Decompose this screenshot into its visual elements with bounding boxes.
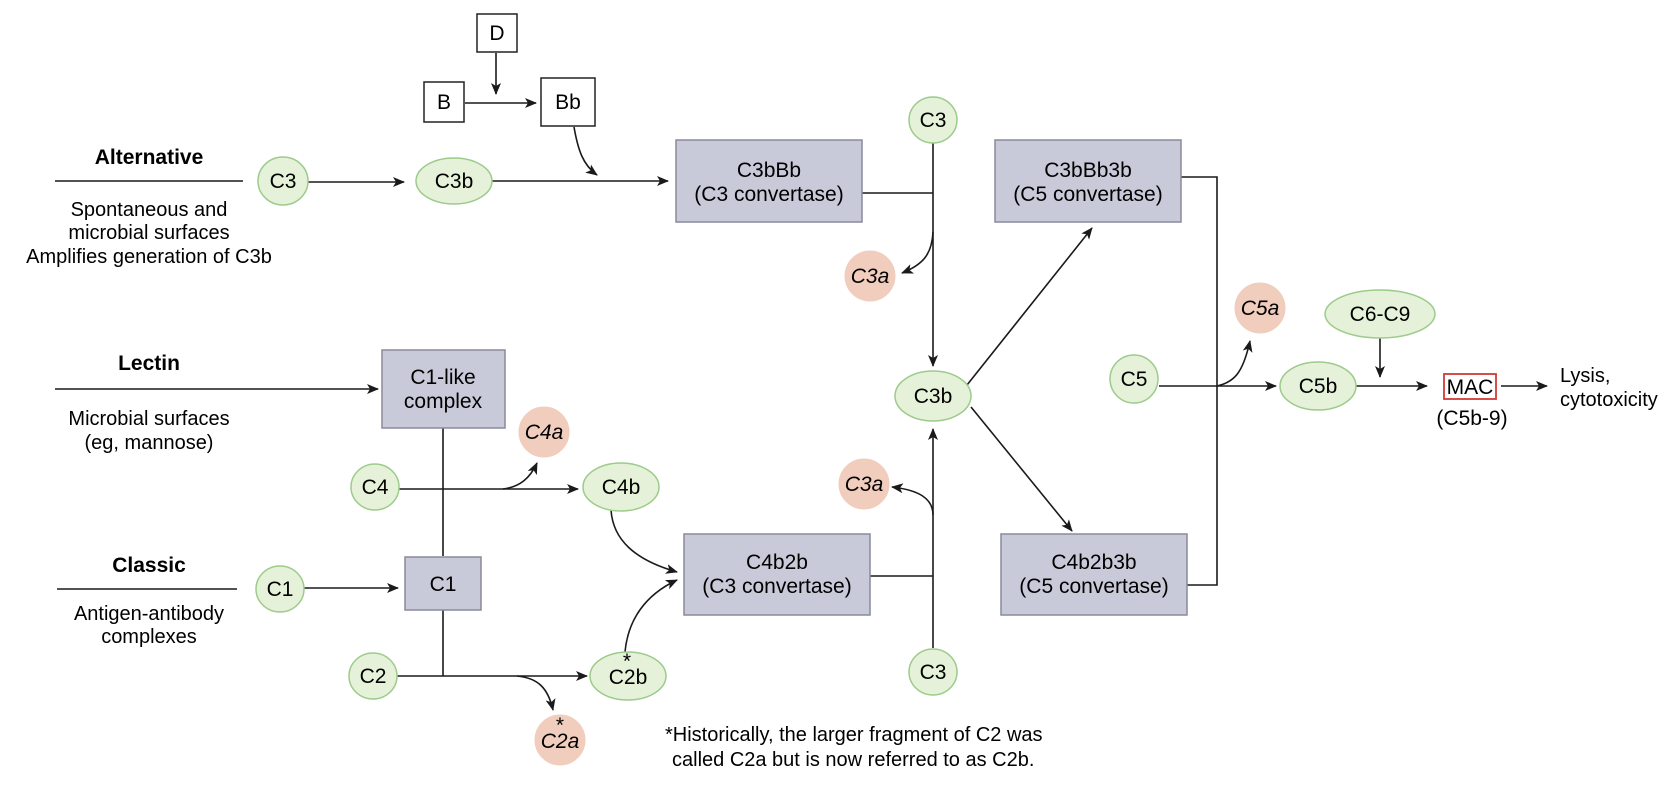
c5b-label: C5b	[1299, 375, 1338, 398]
component-c4: C4	[350, 463, 400, 511]
box-bb: Bb	[540, 77, 596, 127]
c1-component-label: C1	[267, 578, 294, 601]
arrow-to-c2a	[516, 675, 556, 711]
c3bbb-label: C3bBb	[737, 159, 801, 182]
component-c2b: C2b *	[589, 650, 667, 701]
pathway-alternative: Alternative Spontaneous and microbial su…	[26, 146, 272, 268]
c3b-center-label: C3b	[914, 385, 953, 408]
component-c2: C2	[348, 652, 398, 700]
mac-box: MAC	[1443, 373, 1497, 400]
c2a-asterisk: *	[556, 714, 564, 737]
lectin-title: Lectin	[118, 352, 180, 375]
c3bbb-sublabel: (C3 convertase)	[694, 183, 843, 206]
fragment-c2a: C2a *	[534, 714, 586, 766]
box-d: D	[476, 13, 518, 53]
c3a-top-label: C3a	[851, 265, 890, 288]
c4-label: C4	[362, 476, 389, 499]
component-c3b-center: C3b	[894, 370, 972, 422]
c4b2b-sublabel: (C3 convertase)	[702, 575, 851, 598]
fragment-c5a: C5a	[1234, 282, 1286, 334]
c4b-label: C4b	[602, 476, 641, 499]
lectin-desc-line-1: Microbial surfaces	[68, 408, 229, 430]
component-c4b: C4b	[582, 462, 660, 512]
c1-box: C1	[404, 556, 482, 611]
outcome-line-1: Lysis,	[1560, 365, 1610, 387]
pathway-lectin: Lectin Microbial surfaces (eg, mannose)	[68, 352, 229, 454]
alternative-title: Alternative	[95, 146, 204, 169]
fragment-c4a: C4a	[518, 406, 570, 458]
c4b2b3b-c5-convertase-box: C4b2b3b (C5 convertase)	[1000, 533, 1188, 616]
c1-like-complex-box: C1-like complex	[381, 349, 506, 429]
component-c3b-alternative: C3b	[415, 157, 493, 205]
c4b2b-label: C4b2b	[746, 551, 808, 574]
c4a-label: C4a	[525, 421, 564, 444]
c2b-asterisk: *	[623, 650, 631, 673]
c5a-label: C5a	[1241, 297, 1280, 320]
connectors	[55, 53, 1548, 711]
arrow-to-c4a	[502, 462, 538, 490]
arrow-to-c3a-bottom	[891, 483, 934, 516]
arrow-to-c3a-top	[901, 231, 934, 274]
fragment-c3a-top: C3a	[844, 250, 896, 302]
arrow-bb-to-line	[573, 126, 598, 176]
c3a-bottom-label: C3a	[845, 473, 884, 496]
c2b-label: C2b	[609, 666, 648, 689]
lectin-desc-line-2: (eg, mannose)	[85, 432, 214, 454]
alternative-desc-line-2: microbial surfaces	[68, 222, 229, 244]
component-c5b: C5b	[1279, 361, 1357, 411]
c2a-label: C2a	[541, 730, 580, 753]
mac-sublabel: (C5b-9)	[1436, 407, 1507, 430]
component-c6-c9: C6-C9	[1324, 289, 1436, 339]
c5-convertase-bracket	[1180, 176, 1218, 586]
c5-label: C5	[1121, 368, 1148, 391]
outcome-line-2: cytotoxicity	[1560, 389, 1658, 411]
classic-title: Classic	[112, 554, 186, 577]
c1like-label: C1-like	[410, 366, 475, 389]
box-b: B	[423, 81, 465, 123]
c3-alternative-label: C3	[270, 170, 297, 193]
c1-box-label: C1	[430, 573, 457, 596]
fragment-c3a-bottom: C3a	[838, 458, 890, 510]
c4b2b3b-label: C4b2b3b	[1051, 551, 1136, 574]
alternative-desc-line-3: Amplifies generation of C3b	[26, 246, 272, 268]
component-c3-bottom: C3	[908, 648, 958, 696]
c4b2b3b-sublabel: (C5 convertase)	[1019, 575, 1168, 598]
pathway-classic: Classic Antigen-antibody complexes	[74, 554, 224, 648]
c3-bottom-label: C3	[920, 661, 947, 684]
c1like-sublabel: complex	[404, 390, 483, 413]
component-c5: C5	[1109, 354, 1159, 404]
box-d-label: D	[489, 22, 504, 45]
arrow-c2b-to-c4b2b	[624, 579, 678, 653]
classic-desc-line-1: Antigen-antibody	[74, 603, 224, 625]
footnote-line-2: called C2a but is now referred to as C2b…	[672, 749, 1034, 771]
classic-desc-line-2: complexes	[101, 626, 197, 648]
component-c3-alternative: C3	[257, 156, 309, 206]
component-c1: C1	[255, 565, 305, 613]
c3bbb3b-c5-convertase-box: C3bBb3b (C5 convertase)	[994, 139, 1182, 223]
c3bbb3b-label: C3bBb3b	[1044, 159, 1132, 182]
c3bbb3b-sublabel: (C5 convertase)	[1013, 183, 1162, 206]
arrow-c3b-to-c3bbb3b	[966, 227, 1093, 386]
mac-label: MAC	[1447, 376, 1494, 399]
c4b2b-c3-convertase-box: C4b2b (C3 convertase)	[683, 533, 871, 616]
c3bbb-c3-convertase-box: C3bBb (C3 convertase)	[675, 139, 863, 223]
arrow-c3b-to-c4b2b3b	[970, 406, 1073, 532]
c3b-alternative-label: C3b	[435, 170, 474, 193]
arrow-to-c5a	[1216, 340, 1253, 387]
component-c3-top: C3	[908, 96, 958, 144]
c6-c9-label: C6-C9	[1350, 303, 1411, 326]
box-bb-label: Bb	[555, 91, 581, 114]
box-b-label: B	[437, 91, 451, 114]
arrow-c4b-to-c4b2b	[610, 509, 678, 574]
footnote-line-1: *Historically, the larger fragment of C2…	[665, 724, 1043, 746]
alternative-desc-line-1: Spontaneous and	[71, 199, 228, 221]
c2-label: C2	[360, 665, 387, 688]
c3-top-label: C3	[920, 109, 947, 132]
